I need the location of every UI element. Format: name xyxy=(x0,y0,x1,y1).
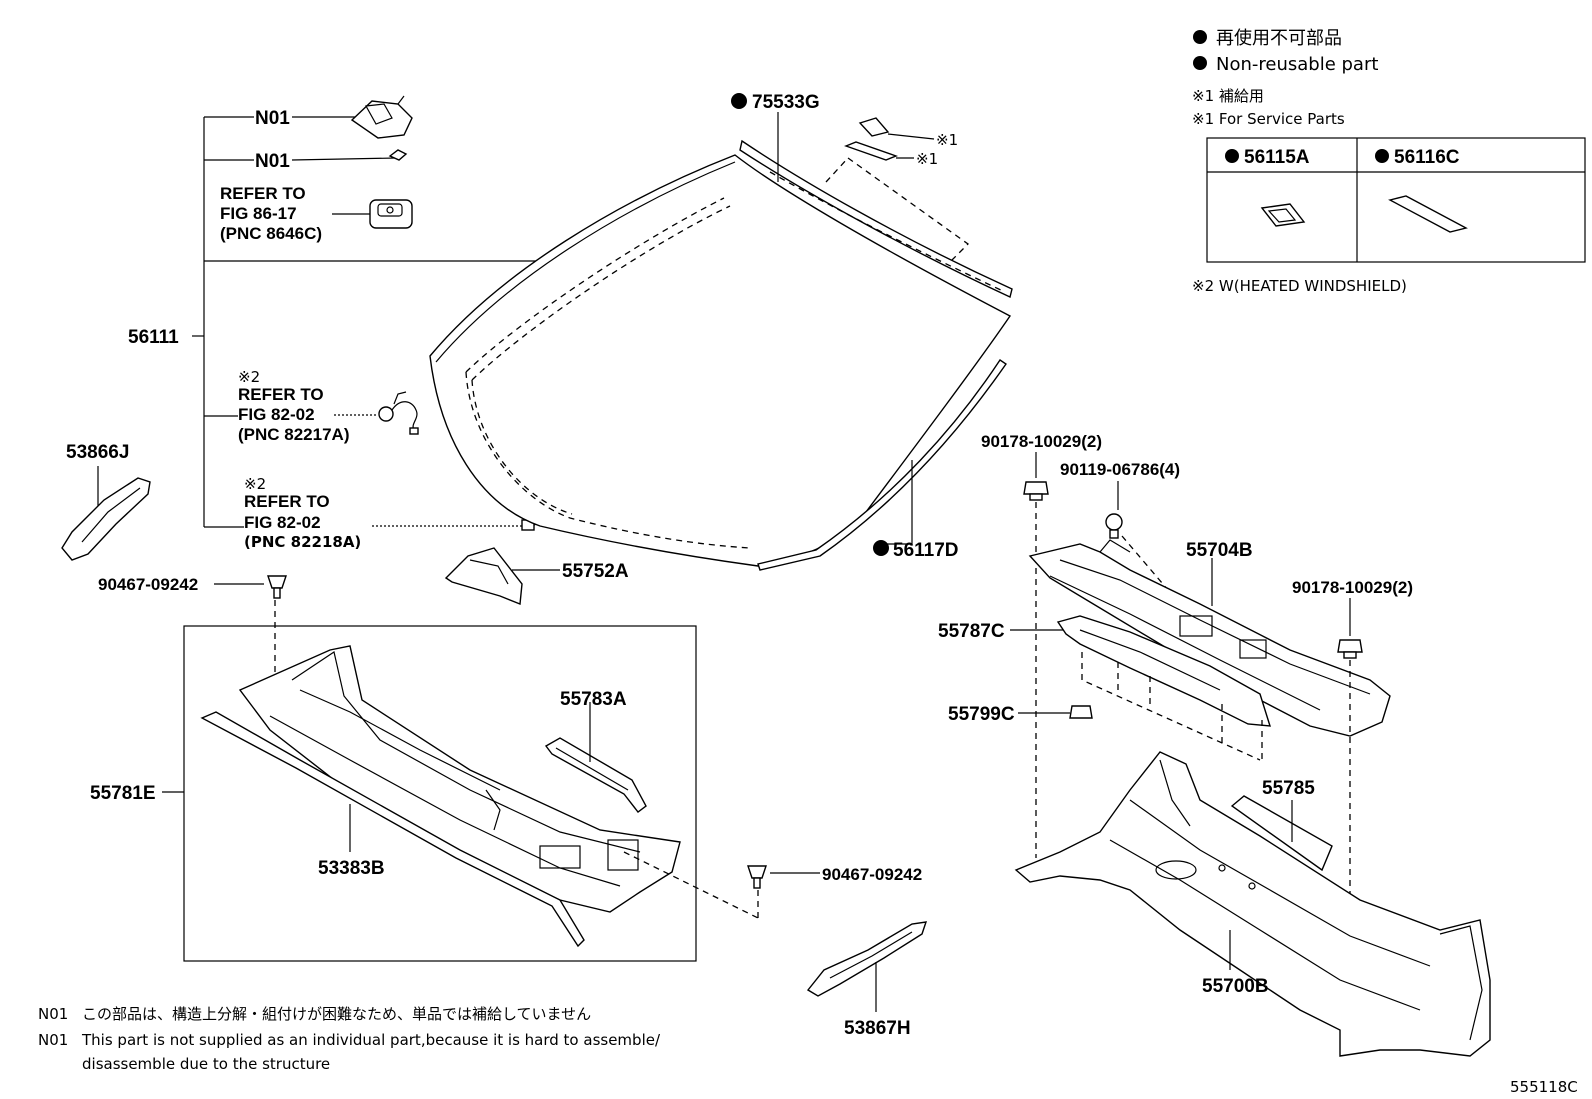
label-90467-a: 90467-09242 xyxy=(98,575,198,594)
legend-note1-jp: ※1 補給用 xyxy=(1192,87,1264,105)
non-reusable-dot-icon xyxy=(873,540,889,556)
part-cowl-55781E xyxy=(238,645,681,913)
non-reusable-dot-icon xyxy=(1193,56,1207,70)
footnote-jp-text: この部品は、構造上分解・組付けが困難なため、単品では補給していません xyxy=(82,1005,591,1023)
legend-non-reusable-en: Non-reusable part xyxy=(1216,54,1378,75)
label-75533G: 75533G xyxy=(752,92,820,113)
legend-note2: ※2 W(HEATED WINDSHIELD) xyxy=(1192,277,1407,295)
part-service-strip xyxy=(844,141,898,161)
label-55781E: 55781E xyxy=(90,783,156,804)
refer-82b-line3: (PNC 82218A) xyxy=(244,533,361,551)
part-mirror-bracket xyxy=(350,95,413,139)
footnote-jp-code: N01 xyxy=(38,1005,68,1023)
non-reusable-dot-icon xyxy=(1225,149,1239,163)
part-nut-90178-a xyxy=(1023,481,1049,501)
label-90178-a: 90178-10029(2) xyxy=(981,432,1102,451)
part-53383B xyxy=(200,711,585,948)
part-56115A-drawing xyxy=(1260,203,1306,227)
table-part-56116C: 56116C xyxy=(1394,147,1460,168)
label-55752A: 55752A xyxy=(562,561,629,582)
label-56111: 56111 xyxy=(128,327,179,348)
part-service-clip xyxy=(858,117,890,137)
part-53866J xyxy=(61,477,151,561)
diagram-id: 555118C xyxy=(1510,1078,1578,1096)
refer-82a-line1: REFER TO xyxy=(238,385,324,404)
refer-86-line1: REFER TO xyxy=(220,184,306,203)
legend: 再使用不可部品 Non-reusable part ※1 補給用 ※1 For … xyxy=(1192,28,1586,295)
label-n01-a: N01 xyxy=(255,108,290,129)
refer-82a-line3: (PNC 82217A) xyxy=(238,425,350,444)
label-55785: 55785 xyxy=(1262,778,1315,799)
part-molding-75533G xyxy=(739,112,1013,298)
note2-b: ※2 xyxy=(244,475,266,493)
part-53867H xyxy=(806,921,928,997)
legend-non-reusable-jp: 再使用不可部品 xyxy=(1216,28,1342,49)
part-56116C-drawing xyxy=(1388,195,1468,233)
part-sensor-housing xyxy=(369,199,413,229)
non-reusable-dot-icon xyxy=(1375,149,1389,163)
non-reusable-dot-icon xyxy=(731,93,747,109)
note2-a: ※2 xyxy=(238,368,260,386)
part-55700B xyxy=(1014,751,1491,1057)
label-note1-b: ※1 xyxy=(916,150,938,168)
label-53866J: 53866J xyxy=(66,442,129,463)
part-grommet-55799C xyxy=(1069,705,1093,719)
part-55783A xyxy=(544,737,647,813)
part-55704B xyxy=(1028,539,1391,737)
footnote-en-code: N01 xyxy=(38,1031,68,1049)
part-55785 xyxy=(1230,795,1333,872)
table-part-56115A: 56115A xyxy=(1244,147,1310,168)
bracket-56111 xyxy=(192,116,550,528)
label-53867H: 53867H xyxy=(844,1018,911,1039)
refer-82b-line1: REFER TO xyxy=(244,492,330,511)
refer-86-line2: FIG 86-17 xyxy=(220,204,297,223)
part-55752A xyxy=(444,547,523,605)
non-reusable-dot-icon xyxy=(1193,30,1207,44)
label-note1-a: ※1 xyxy=(936,131,958,149)
part-clip-90119 xyxy=(1105,513,1123,539)
label-55783A: 55783A xyxy=(560,689,627,710)
refer-82a-line2: FIG 82-02 xyxy=(238,405,315,424)
label-90178-b: 90178-10029(2) xyxy=(1292,578,1413,597)
refer-82b-line2: FIG 82-02 xyxy=(244,513,321,532)
label-n01-b: N01 xyxy=(255,151,290,172)
part-small-clip xyxy=(388,149,408,161)
label-55799C: 55799C xyxy=(948,704,1015,725)
part-56115A-detail xyxy=(1267,208,1297,223)
label-90467-b: 90467-09242 xyxy=(822,865,922,884)
label-56117D: 56117D xyxy=(893,540,959,561)
part-55787C xyxy=(1056,615,1271,727)
part-clip-90467-a xyxy=(267,575,287,599)
label-90119: 90119-06786(4) xyxy=(1060,460,1180,479)
part-wire-harness-a xyxy=(378,391,419,435)
part-molding-56117D xyxy=(757,359,1007,571)
footnote-en-line1: This part is not supplied as an individu… xyxy=(81,1031,661,1049)
legend-note1-en: ※1 For Service Parts xyxy=(1192,110,1345,128)
cowl-assembly-box xyxy=(183,625,697,962)
label-53383B: 53383B xyxy=(318,858,385,879)
part-nut-90178-b xyxy=(1337,639,1363,659)
footnote-en-line2: disassemble due to the structure xyxy=(82,1055,330,1073)
refer-86-line3: (PNC 8646C) xyxy=(220,224,322,243)
label-55704B: 55704B xyxy=(1186,540,1253,561)
label-55700B: 55700B xyxy=(1202,976,1269,997)
label-55787C: 55787C xyxy=(938,621,1005,642)
part-clip-90467-b xyxy=(747,865,767,889)
service-parts-table xyxy=(1206,137,1586,263)
part-windshield-56111 xyxy=(429,154,1012,567)
